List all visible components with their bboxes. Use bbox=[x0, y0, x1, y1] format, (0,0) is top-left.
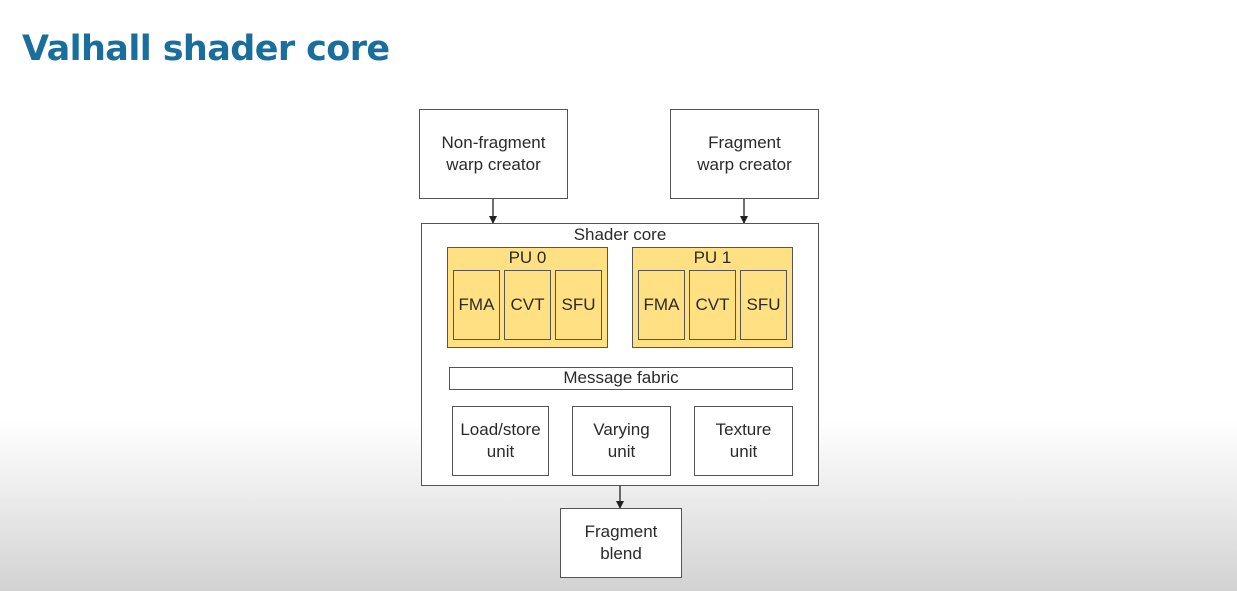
message-fabric-bar: Message fabric bbox=[449, 367, 793, 390]
pu-0-sfu-unit: SFU bbox=[555, 270, 602, 340]
load-store-line-2: unit bbox=[486, 442, 515, 461]
pu-1-sfu-label: SFU bbox=[746, 295, 781, 314]
pu-0-fma-unit: FMA bbox=[453, 270, 500, 340]
pu-1-cvt-unit: CVT bbox=[689, 270, 736, 340]
message-fabric-label: Message fabric bbox=[563, 368, 679, 387]
slide-title: Valhall shader core bbox=[22, 29, 390, 69]
fragment-blend-box: Fragment blend bbox=[560, 508, 682, 578]
pu-1-sfu-unit: SFU bbox=[740, 270, 787, 340]
non-fragment-line-1: Non-fragment bbox=[441, 133, 546, 152]
pu-0-sfu-label: SFU bbox=[561, 295, 596, 314]
fragment-blend-line-2: blend bbox=[600, 544, 642, 563]
shader-core-label: Shader core bbox=[573, 225, 667, 244]
fragment-blend-line-1: Fragment bbox=[584, 522, 658, 541]
texture-line-2: unit bbox=[729, 442, 758, 461]
varying-line-2: unit bbox=[607, 442, 636, 461]
load-store-line-1: Load/store bbox=[460, 420, 541, 439]
pu-0-fma-label: FMA bbox=[458, 295, 495, 314]
pu-0-cvt-unit: CVT bbox=[504, 270, 551, 340]
pu-0-cvt-label: CVT bbox=[510, 295, 545, 314]
varying-line-1: Varying bbox=[593, 420, 650, 439]
pu-0-label: PU 0 bbox=[508, 248, 547, 267]
shader-core-box: Shader core PU 0 FMA CVT SFU PU 1 FMA CV… bbox=[421, 223, 819, 486]
fragment-warp-creator-box: Fragment warp creator bbox=[670, 109, 819, 199]
pu-1-box: PU 1 FMA CVT SFU bbox=[632, 247, 793, 348]
texture-unit-box: Texture unit bbox=[694, 406, 793, 476]
fragment-line-1: Fragment bbox=[708, 133, 781, 152]
varying-unit-box: Varying unit bbox=[572, 406, 671, 476]
pu-1-fma-label: FMA bbox=[643, 295, 680, 314]
pu-1-fma-unit: FMA bbox=[638, 270, 685, 340]
fragment-line-2: warp creator bbox=[697, 155, 792, 174]
pu-1-cvt-label: CVT bbox=[695, 295, 730, 314]
pu-1-label: PU 1 bbox=[693, 248, 732, 267]
non-fragment-line-2: warp creator bbox=[446, 155, 541, 174]
non-fragment-warp-creator-box: Non-fragment warp creator bbox=[419, 109, 568, 199]
texture-line-1: Texture bbox=[715, 420, 772, 439]
load-store-unit-box: Load/store unit bbox=[452, 406, 549, 476]
pu-0-box: PU 0 FMA CVT SFU bbox=[447, 247, 608, 348]
